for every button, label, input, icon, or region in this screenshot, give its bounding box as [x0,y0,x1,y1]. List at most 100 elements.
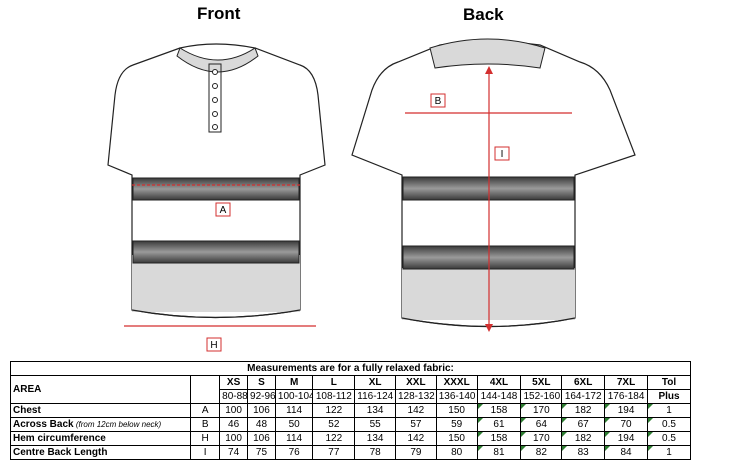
measurement-cell: 194 [604,431,648,446]
measure-label-a: A [220,205,227,216]
measurement-cell: 70 [604,417,648,432]
measurement-cell: 46 [219,417,249,432]
button-icon [212,69,218,75]
tolerance-cell: 0.5 [647,417,691,432]
size-range-l: 108-112 [312,389,356,404]
back-view-title: Back [463,5,504,24]
size-range-4xl: 144-148 [476,389,522,404]
area-label: Chest [9,403,192,418]
measurement-cell: 142 [395,403,437,418]
measure-code: B [190,417,221,432]
measurement-cell: 170 [520,431,563,446]
size-range-s: 92-96 [247,389,276,404]
button-icon [212,97,218,103]
area-label: Across Back (from 12cm below neck) [9,417,192,432]
arrow-up-icon [485,66,493,74]
measure-code: H [190,431,221,446]
measurement-cell: 122 [312,431,356,446]
front-hem-band [132,255,300,312]
measurement-cell: 81 [476,445,522,460]
size-range-6xl: 164-172 [561,389,606,404]
size-name-5xl: 5XL [520,375,563,390]
size-range-xxl: 128-132 [395,389,437,404]
size-name-4xl: 4XL [476,375,522,390]
measurement-cell: 82 [520,445,563,460]
measurement-cell: 77 [312,445,356,460]
measurement-cell: 61 [476,417,522,432]
measurement-cell: 48 [247,417,276,432]
measurement-cell: 79 [395,445,437,460]
measurement-cell: 100 [219,431,249,446]
front-shirt: A H [107,43,326,352]
measurement-cell: 114 [274,403,314,418]
measurement-cell: 142 [395,431,437,446]
measurement-cell: 106 [247,403,276,418]
measurement-cell: 100 [219,403,249,418]
measurement-cell: 50 [274,417,314,432]
measurement-cell: 80 [435,445,478,460]
measurement-cell: 78 [354,445,396,460]
measurement-cell: 158 [476,431,522,446]
plus-header: Plus [647,389,691,404]
measurement-cell: 122 [312,403,356,418]
front-placket [208,63,222,133]
size-name-7xl: 7XL [604,375,648,390]
tolerance-cell: 1 [647,445,691,460]
front-reflective-stripe-upper [132,177,300,201]
front-collar [176,47,259,73]
front-reflective-stripe-lower [132,240,300,264]
arrow-down-icon [485,324,493,332]
measurement-cell: 55 [354,417,396,432]
measurement-cell: 106 [247,431,276,446]
measurement-cell: 150 [435,403,478,418]
measure-code: A [190,403,221,418]
size-chart-table: Measurements are for a fully relaxed fab… [9,361,691,460]
measurement-cell: 59 [435,417,478,432]
tolerance-cell: 0.5 [647,431,691,446]
garment-diagram: A H B I [107,38,636,352]
size-name-xs: XS [219,375,249,390]
size-range-xs: 80-88 [219,389,249,404]
size-range-xl: 116-124 [354,389,396,404]
size-name-6xl: 6XL [561,375,606,390]
measurement-cell: 182 [561,403,606,418]
measurement-cell: 75 [247,445,276,460]
size-range-xxxl: 136-140 [435,389,478,404]
size-range-m: 100-104 [274,389,314,404]
measurement-cell: 134 [354,403,396,418]
measurement-cell: 194 [604,403,648,418]
measurement-cell: 170 [520,403,563,418]
measure-label-i: I [501,149,504,160]
measurement-cell: 150 [435,431,478,446]
measurement-cell: 74 [219,445,249,460]
back-collar [429,38,546,69]
area-label: Centre Back Length [9,445,192,460]
measurement-cell: 76 [274,445,314,460]
measurement-cell: 64 [520,417,563,432]
measurement-cell: 158 [476,403,522,418]
size-name-xxxl: XXXL [435,375,478,390]
tolerance-cell: 1 [647,403,691,418]
measure-label-b: B [435,96,442,107]
area-note: (from 12cm below neck) [73,419,162,429]
measurement-cell: 182 [561,431,606,446]
button-icon [212,83,218,89]
measurement-cell: 114 [274,431,314,446]
button-icon [212,124,218,130]
measurement-cell: 83 [561,445,606,460]
size-range-7xl: 176-184 [604,389,648,404]
tol-header: Tol [647,375,691,390]
area-header: AREA [9,375,192,404]
measurement-cell: 84 [604,445,648,460]
table-title: Measurements are for a fully relaxed fab… [10,361,691,376]
measure-label-h: H [210,340,217,351]
size-range-5xl: 152-160 [520,389,563,404]
measurement-cell: 67 [561,417,606,432]
measurement-cell: 134 [354,431,396,446]
size-name-s: S [247,375,276,390]
